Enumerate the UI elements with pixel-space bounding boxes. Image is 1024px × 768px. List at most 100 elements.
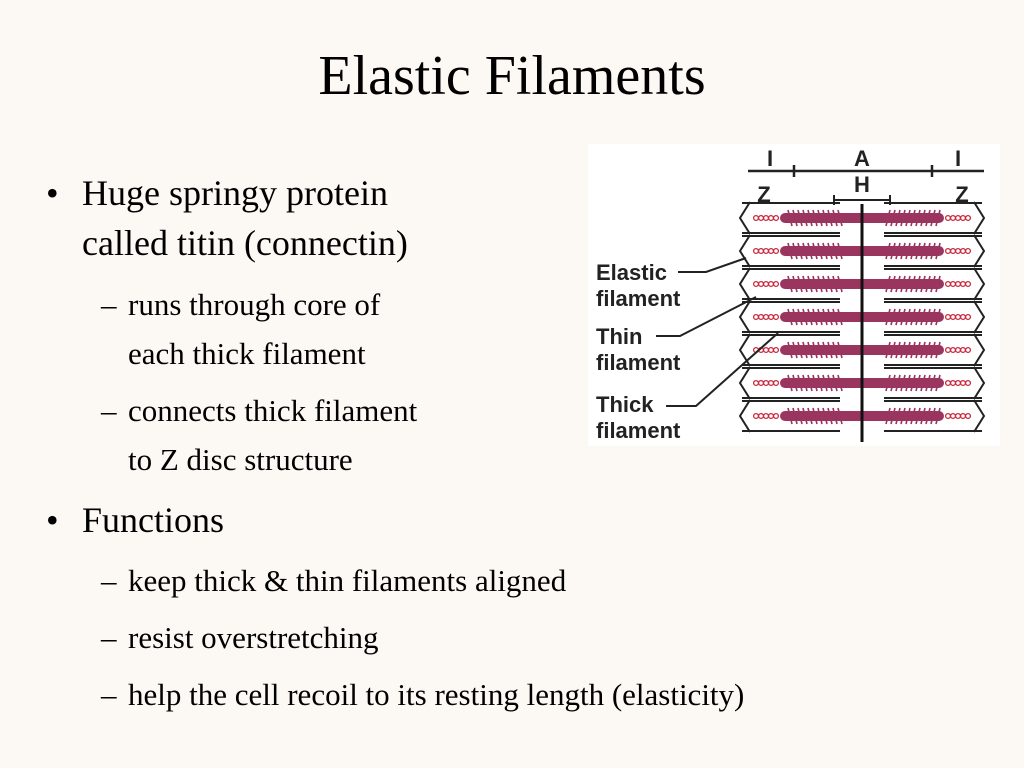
myosin-head [812, 209, 818, 227]
titin-coil [772, 214, 780, 222]
dash-marker: – [101, 620, 117, 655]
myosin-head [915, 341, 921, 359]
myosin-head [832, 341, 838, 359]
myosin-head [832, 242, 838, 260]
myosin-head [915, 275, 921, 293]
myosin-head [817, 209, 823, 227]
titin-coil [772, 412, 780, 420]
myosin-head [935, 275, 941, 293]
myosin-head [930, 242, 936, 260]
myosin-head [900, 308, 906, 326]
myosin-head [822, 374, 828, 392]
myosin-head [920, 374, 926, 392]
myosin-head [920, 242, 926, 260]
myosin-head [797, 209, 803, 227]
z-disc-right [973, 399, 986, 433]
myosin-head [900, 374, 906, 392]
myosin-head [895, 275, 901, 293]
myosin-head [925, 407, 931, 425]
myosin-head [925, 341, 931, 359]
subbullet-text-line: help the cell recoil to its resting leng… [128, 677, 745, 712]
myosin-head [910, 407, 916, 425]
myosin-head [915, 374, 921, 392]
myosin-head [890, 275, 896, 293]
myosin-head [915, 308, 921, 326]
myosin-head [930, 407, 936, 425]
a-band-label: A [854, 146, 870, 171]
myosin-head [905, 242, 911, 260]
myosin-head [837, 374, 843, 392]
z-disc-left [738, 366, 751, 400]
myosin-head [807, 308, 813, 326]
myosin-head [797, 374, 803, 392]
myosin-head [920, 209, 926, 227]
myosin-head [890, 407, 896, 425]
elastic-filament-label: Elastic filament [596, 260, 680, 312]
myosin-head [827, 407, 833, 425]
myosin-head [905, 275, 911, 293]
bullet-marker: • [46, 500, 59, 540]
bullet-functions: • Functions [46, 495, 224, 545]
myosin-head [792, 341, 798, 359]
subbullet-runs-through: – runs through core of each thick filame… [101, 280, 380, 378]
myosin-head [910, 308, 916, 326]
subbullet-text-line: connects thick filament [128, 393, 418, 428]
titin-coil [944, 280, 952, 288]
titin-coil [772, 313, 780, 321]
myosin-head [827, 242, 833, 260]
subbullet-text-line: each thick filament [128, 336, 366, 371]
myosin-head [895, 209, 901, 227]
myosin-head [832, 407, 838, 425]
callout-line: filament [596, 286, 681, 311]
myosin-head [890, 242, 896, 260]
callout-line: filament [596, 350, 681, 375]
myosin-head [890, 209, 896, 227]
myosin-head [925, 209, 931, 227]
subbullet-overstretching: – resist overstretching [101, 613, 379, 662]
myosin-head [885, 275, 891, 293]
myosin-head [930, 341, 936, 359]
z-disc-right [973, 300, 986, 334]
myosin-head [802, 407, 808, 425]
myosin-head [812, 242, 818, 260]
myosin-head [837, 407, 843, 425]
callout-line: Thin [596, 324, 643, 349]
z-disc-left [738, 300, 751, 334]
myosin-head [827, 209, 833, 227]
sarcomere-figure [588, 144, 1000, 446]
myosin-head [895, 308, 901, 326]
z-disc-right [973, 333, 986, 367]
myosin-head [935, 209, 941, 227]
myosin-head [822, 407, 828, 425]
myosin-head [812, 275, 818, 293]
myosin-head [885, 407, 891, 425]
myosin-head [905, 209, 911, 227]
myosin-head [797, 341, 803, 359]
filament-rows [738, 201, 986, 433]
titin-coil [772, 346, 780, 354]
myosin-head [900, 209, 906, 227]
myosin-head [787, 407, 793, 425]
myosin-head [885, 374, 891, 392]
myosin-head [807, 341, 813, 359]
myosin-head [832, 209, 838, 227]
myosin-head [910, 275, 916, 293]
i-band-label-left: I [766, 146, 774, 171]
myosin-head [787, 308, 793, 326]
titin-coil [944, 412, 952, 420]
myosin-head [792, 407, 798, 425]
myosin-head [807, 407, 813, 425]
dash-marker: – [101, 563, 117, 598]
myosin-head [822, 242, 828, 260]
subbullet-recoil: – help the cell recoil to its resting le… [101, 670, 745, 719]
dash-marker: – [101, 677, 117, 712]
myosin-head [885, 209, 891, 227]
myosin-head [915, 209, 921, 227]
myosin-head [925, 374, 931, 392]
subbullet-text-line: to Z disc structure [128, 442, 353, 477]
myosin-head [787, 242, 793, 260]
myosin-head [910, 242, 916, 260]
myosin-head [812, 407, 818, 425]
myosin-head [920, 341, 926, 359]
subbullet-aligned: – keep thick & thin filaments aligned [101, 556, 566, 605]
